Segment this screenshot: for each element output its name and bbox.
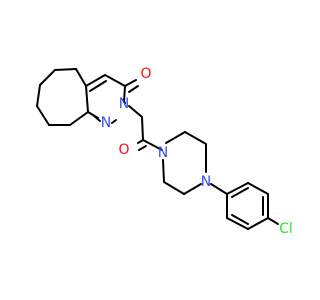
bond — [54, 68, 77, 71]
bond — [36, 84, 41, 107]
bond — [85, 85, 89, 113]
bond — [137, 139, 144, 144]
bond — [69, 111, 89, 126]
bond — [184, 131, 207, 145]
bond-lines — [36, 68, 279, 230]
bond — [92, 114, 101, 122]
bond — [183, 183, 202, 195]
bond — [85, 74, 106, 87]
bond — [36, 105, 50, 126]
bond — [75, 68, 87, 87]
bond — [89, 80, 107, 92]
ketone-oxygen-label: O — [140, 66, 151, 82]
bond — [104, 74, 126, 87]
bond — [165, 131, 186, 144]
bond — [162, 159, 165, 183]
bond — [210, 183, 228, 195]
chemical-structure-diagram: O N N O N N Cl — [36, 66, 293, 237]
bond — [138, 145, 147, 151]
bond — [123, 101, 126, 104]
chlorine-label: Cl — [279, 221, 293, 237]
amide-oxygen-label: O — [118, 142, 129, 158]
bond — [123, 85, 126, 103]
bond — [124, 79, 137, 87]
bond — [226, 217, 249, 230]
piperazine-n4-label: N — [201, 174, 211, 190]
bond — [128, 105, 143, 118]
pyridazinone-n2-label: N — [119, 96, 129, 112]
bond — [141, 116, 144, 141]
bond — [231, 187, 249, 198]
bond — [39, 69, 56, 86]
bond — [111, 119, 117, 124]
piperazine-n1-label: N — [158, 145, 168, 161]
atom-labels: O N N O N N Cl — [101, 66, 293, 237]
bond — [247, 182, 269, 195]
bond — [163, 181, 185, 195]
bond — [226, 182, 249, 195]
bond — [128, 85, 139, 93]
bond — [247, 217, 269, 230]
bond — [231, 214, 249, 225]
bond — [142, 139, 163, 151]
pyridazinone-n1-label: N — [101, 115, 111, 131]
bond — [267, 217, 279, 225]
